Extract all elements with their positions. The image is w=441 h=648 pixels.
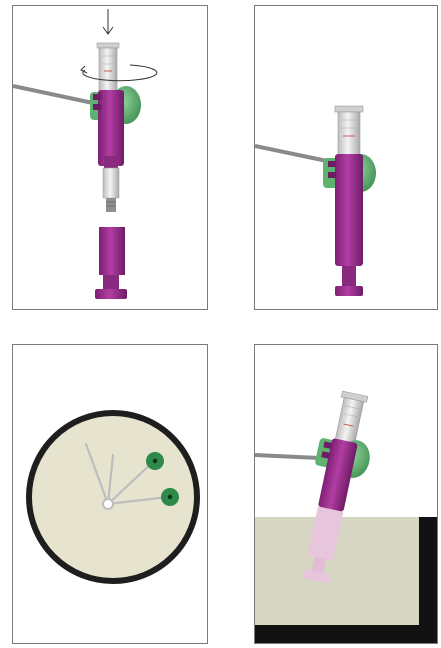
panel-assembly-step bbox=[12, 5, 208, 310]
panel-container-insertion bbox=[254, 344, 438, 644]
insertion-rod bbox=[13, 86, 93, 103]
silver-plunger bbox=[97, 43, 119, 94]
green-marker-icon bbox=[146, 452, 164, 470]
dial-pivot bbox=[103, 499, 113, 509]
panel-dial-closeup bbox=[12, 344, 208, 644]
green-marker-icon bbox=[161, 488, 179, 506]
magenta-body bbox=[90, 90, 124, 168]
assembled-illustration bbox=[255, 6, 438, 310]
dial-illustration bbox=[13, 345, 208, 644]
silver-plunger bbox=[335, 106, 363, 158]
container-illustration bbox=[255, 345, 438, 644]
liquid-container bbox=[255, 517, 438, 644]
insertion-rod bbox=[255, 146, 327, 161]
rotate-arrow-icon bbox=[81, 65, 157, 81]
insertion-rod bbox=[255, 455, 319, 458]
assembly-illustration bbox=[13, 6, 208, 310]
magenta-base bbox=[95, 227, 127, 299]
silver-stem bbox=[103, 168, 119, 212]
push-down-arrow-icon bbox=[103, 9, 113, 34]
magenta-body bbox=[323, 154, 363, 296]
panel-assembled-device bbox=[254, 5, 438, 310]
